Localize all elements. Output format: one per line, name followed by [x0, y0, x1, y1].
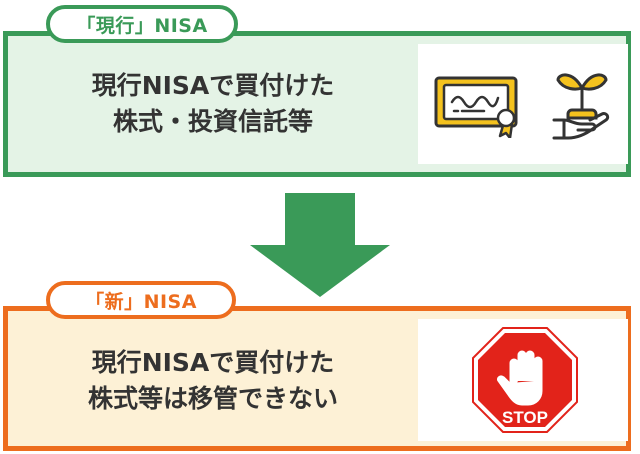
current-nisa-tag: 「現行」NISA	[46, 5, 238, 43]
new-desc-line-1: 現行NISAで買付けた	[91, 348, 335, 377]
new-desc-line-2: 株式等は移管できない	[87, 384, 338, 413]
new-nisa-description: 現行NISAで買付けた 株式等は移管できない	[8, 345, 418, 417]
new-nisa-tag: 「新」NISA	[46, 281, 236, 319]
current-nisa-panel: 現行NISAで買付けた 株式・投資信託等	[3, 31, 631, 177]
current-icon-box	[418, 44, 628, 164]
current-desc-line-2: 株式・投資信託等	[112, 107, 313, 136]
down-arrow-icon	[250, 193, 390, 297]
new-icon-box: STOP	[418, 319, 628, 441]
certificate-icon	[434, 76, 518, 138]
stop-hand-sign-icon: STOP	[472, 327, 578, 433]
current-desc-line-1: 現行NISAで買付けた	[91, 71, 335, 100]
plant-in-hand-icon	[552, 73, 610, 140]
new-nisa-panel: 現行NISAで買付けた 株式等は移管できない STOP	[3, 306, 631, 451]
stop-text: STOP	[502, 408, 548, 427]
current-nisa-description: 現行NISAで買付けた 株式・投資信託等	[8, 68, 418, 140]
